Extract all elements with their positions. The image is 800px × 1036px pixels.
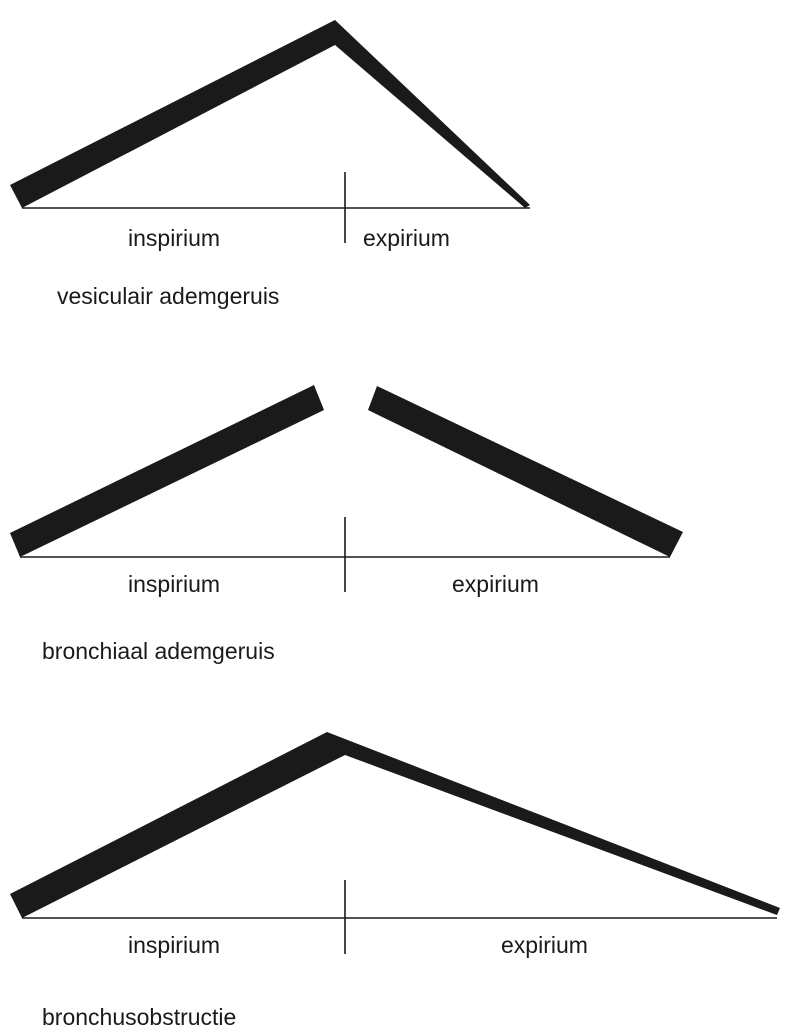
bronchial-diagram: inspirium expirium bronchiaal ademgeruis	[10, 385, 683, 664]
vesicular-inspiration-label: inspirium	[128, 225, 220, 251]
obstruction-inspiration-label: inspirium	[128, 932, 220, 958]
bronchial-caption: bronchiaal ademgeruis	[42, 638, 275, 664]
obstruction-expiration-label: expirium	[501, 932, 588, 958]
bronchial-expiration-label: expirium	[452, 571, 539, 597]
vesicular-diagram: inspirium expirium vesiculair ademgeruis	[10, 20, 530, 309]
bronchial-inspiration-label: inspirium	[128, 571, 220, 597]
vesicular-expiration-label: expirium	[363, 225, 450, 251]
obstruction-sound-shape	[10, 732, 780, 918]
bronchial-expiration-shape	[368, 386, 683, 557]
obstruction-diagram: inspirium expirium bronchusobstructie	[10, 732, 780, 1030]
vesicular-caption: vesiculair ademgeruis	[57, 283, 279, 309]
bronchial-inspiration-shape	[10, 385, 324, 557]
vesicular-sound-shape	[10, 20, 530, 208]
obstruction-caption: bronchusobstructie	[42, 1004, 236, 1030]
